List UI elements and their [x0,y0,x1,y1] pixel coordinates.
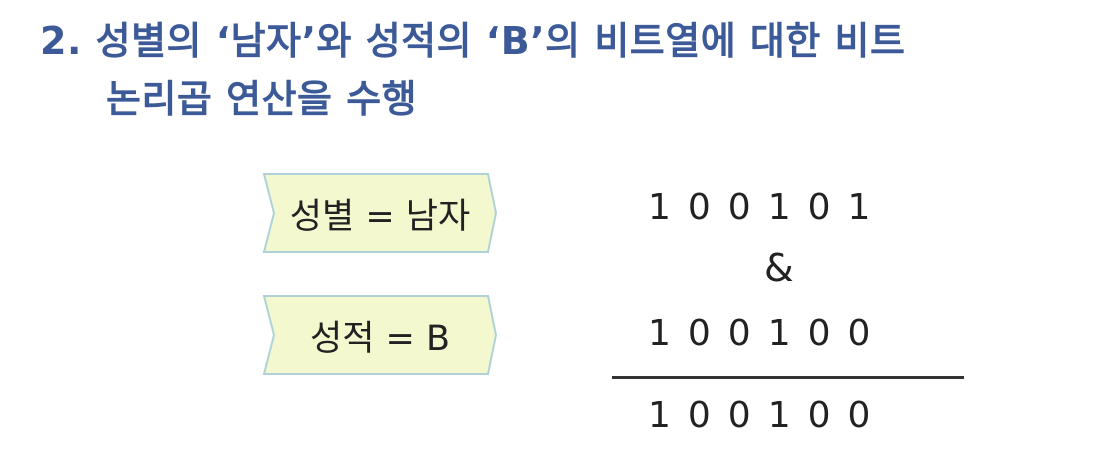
condition-label-grade: 성적 = B [310,318,450,359]
tag-shape [262,173,498,253]
bit-string-result: 100100 [648,395,888,436]
page-title-continued: 논리곱 연산을 수행 [106,77,418,121]
tag-shape [262,295,498,375]
page-title: 2. 성별의 ‘남자’와 성적의 ‘B’의 비트열에 대한 비트 [40,19,906,63]
result-divider [612,376,964,379]
bit-string-gender: 100101 [648,187,888,228]
condition-tag-grade: 성적 = B [262,294,498,376]
condition-label-gender: 성별 = 남자 [289,196,471,237]
bit-string-grade: 100100 [648,313,888,354]
condition-tag-gender: 성별 = 남자 [262,172,498,254]
and-operator: & [764,246,794,290]
